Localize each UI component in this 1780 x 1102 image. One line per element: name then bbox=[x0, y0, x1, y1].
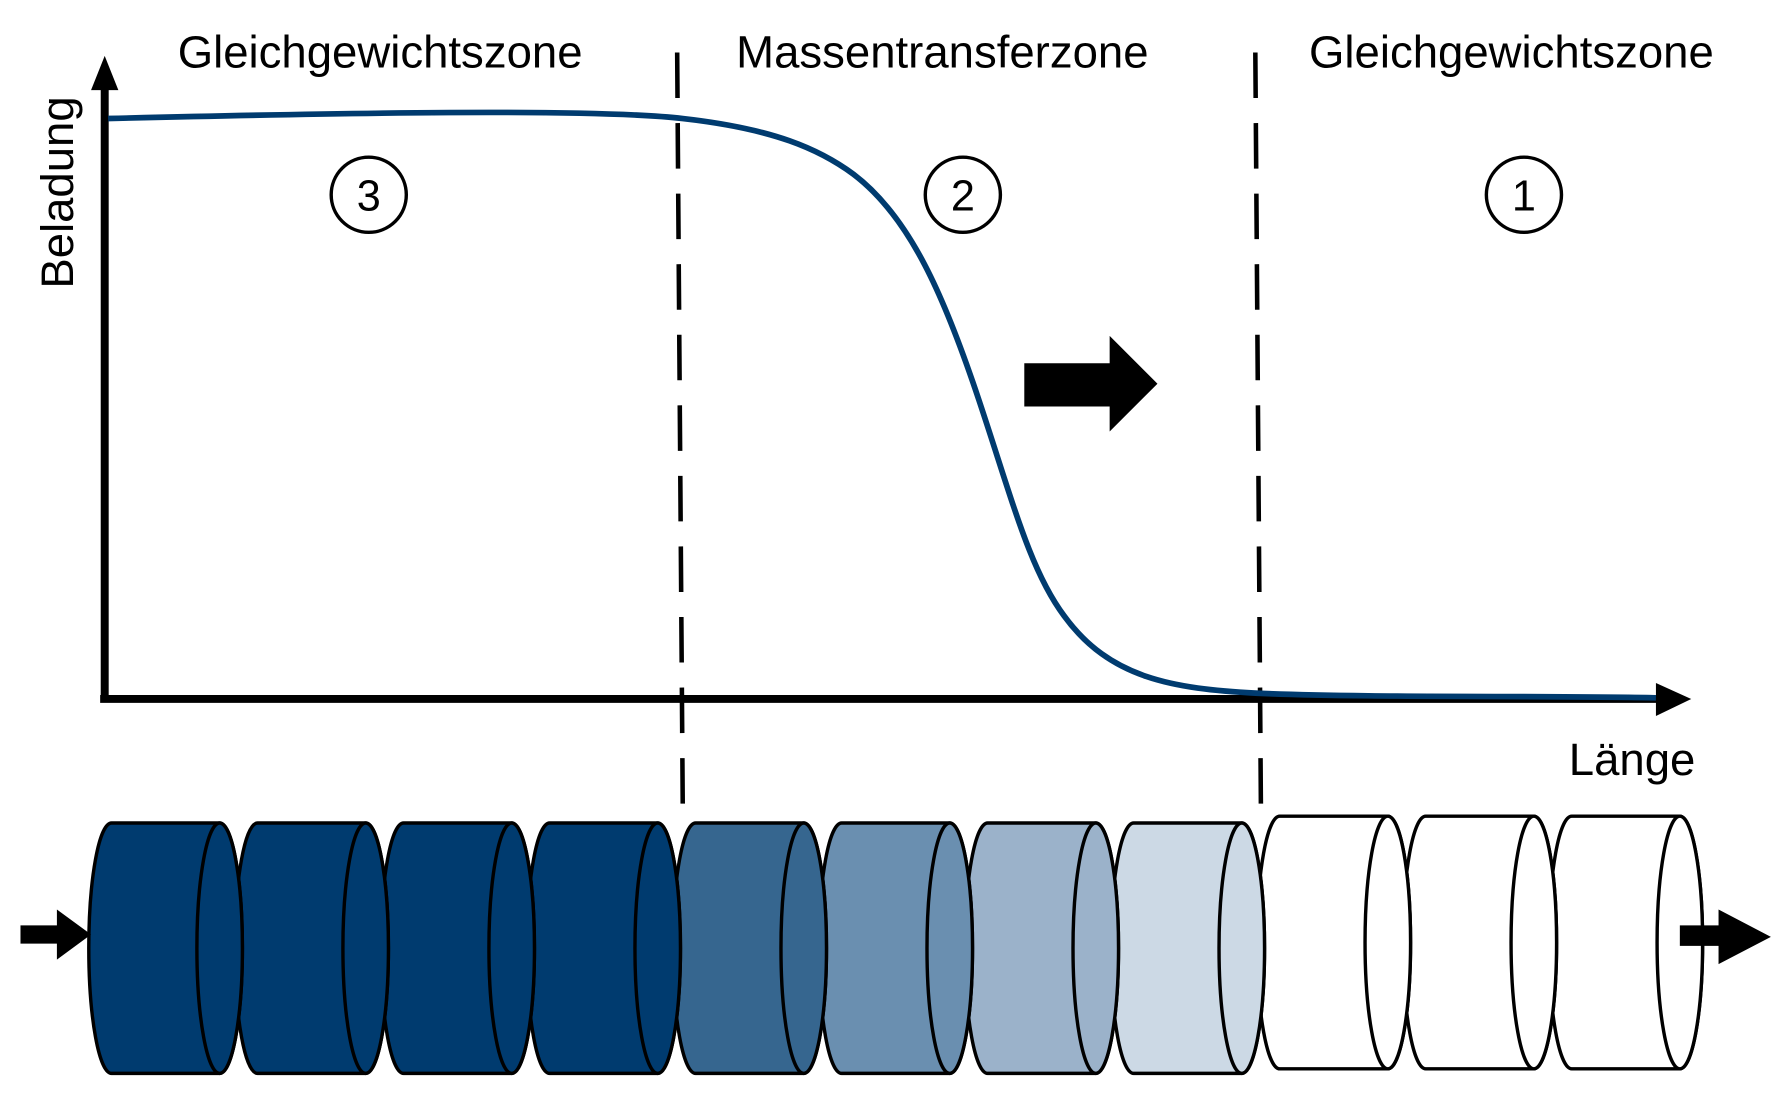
y-axis-arrow-icon bbox=[91, 55, 119, 91]
column-segment bbox=[87, 821, 245, 1076]
column-segment bbox=[525, 821, 683, 1076]
y-axis-label: Beladung bbox=[32, 96, 83, 288]
x-axis-label: Länge bbox=[1569, 734, 1696, 785]
column-segment bbox=[379, 821, 537, 1076]
loading-curve bbox=[108, 109, 1657, 701]
column-segment bbox=[1109, 821, 1267, 1076]
column-segment bbox=[1547, 814, 1705, 1071]
x-axis-arrow-icon bbox=[1655, 683, 1692, 717]
svg-text:3: 3 bbox=[357, 173, 381, 221]
zone-boundary-left bbox=[674, 52, 686, 824]
front-direction-arrow-icon bbox=[1024, 335, 1158, 432]
column-segment bbox=[233, 821, 391, 1076]
flow-out-arrow-icon bbox=[1679, 909, 1771, 965]
adsorber-column bbox=[87, 814, 1705, 1076]
zone-title-right: Gleichgewichtszone bbox=[1309, 26, 1714, 77]
zone-marker-3: 3 bbox=[329, 155, 409, 235]
svg-text:2: 2 bbox=[951, 173, 975, 221]
zone-marker-2: 2 bbox=[923, 155, 1003, 235]
column-segment bbox=[963, 821, 1121, 1076]
zone-boundary-right bbox=[1253, 52, 1264, 824]
zone-marker-1: 1 bbox=[1484, 155, 1564, 235]
column-segment bbox=[1255, 814, 1413, 1071]
column-segment bbox=[1401, 814, 1559, 1071]
svg-text:1: 1 bbox=[1512, 173, 1536, 221]
zone-title-middle: Massentransferzone bbox=[736, 26, 1148, 77]
zone-title-left: Gleichgewichtszone bbox=[178, 26, 583, 77]
column-segment bbox=[671, 821, 829, 1076]
column-segment bbox=[817, 821, 975, 1076]
flow-in-arrow-icon bbox=[20, 909, 92, 960]
